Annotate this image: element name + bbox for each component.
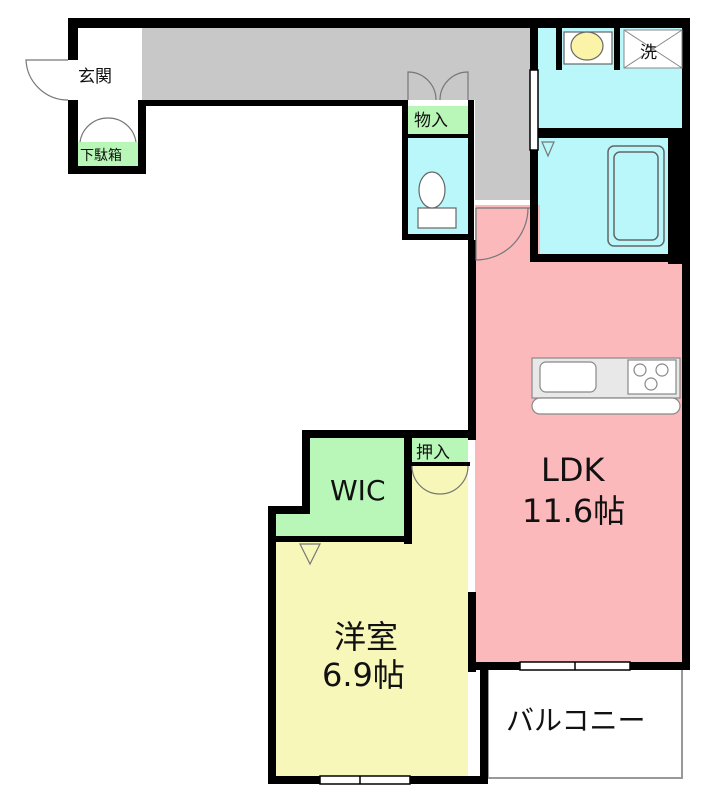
door-swing-icon: [25, 59, 555, 566]
washbasin-icon: [563, 31, 613, 65]
shoe-box-area: [78, 142, 138, 166]
stove-icon: [627, 359, 677, 395]
washer-pan-icon: [623, 29, 683, 69]
oshiire-area: [412, 436, 468, 464]
bathtub-icon: [607, 145, 665, 247]
corridor-area: [142, 28, 530, 200]
storage-closet-area: [408, 106, 468, 134]
toilet-icon: [417, 171, 457, 229]
ldk-size-label: 11.6帖: [522, 492, 625, 530]
storage-closet-label: 物入: [414, 111, 448, 131]
western-room-name-label: 洋室: [334, 618, 398, 656]
ldk-area: [475, 205, 682, 664]
balcony-area: [487, 667, 683, 779]
entrance-label: 玄関: [78, 67, 112, 87]
entrance-area: [76, 28, 142, 100]
kitchen-counter: [531, 357, 681, 415]
ldk-name-label: LDK: [541, 451, 605, 489]
laundry-label: 洗: [640, 43, 657, 63]
western-room-area: [276, 466, 468, 776]
balcony-label: バルコニー: [506, 704, 645, 737]
bathroom-area: [538, 138, 668, 258]
shoe-box-label: 下駄箱: [80, 148, 122, 164]
window-icon: [319, 69, 631, 785]
closet-label: 押入: [416, 443, 450, 463]
western-room-size-label: 6.9帖: [322, 656, 405, 694]
kitchen-sink-icon: [539, 361, 597, 393]
wic-label: WIC: [330, 474, 386, 507]
